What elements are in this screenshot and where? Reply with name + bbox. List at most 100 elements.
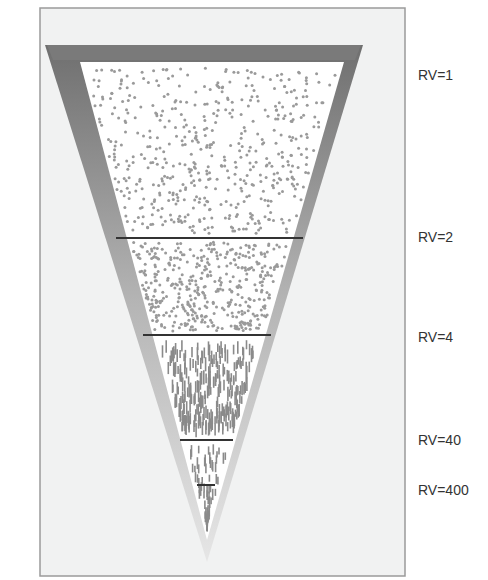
particle-dot bbox=[227, 176, 230, 179]
particle-streak bbox=[168, 362, 170, 374]
particle-dot bbox=[245, 272, 248, 275]
particle-dot bbox=[224, 108, 227, 111]
particle-dot bbox=[259, 227, 262, 230]
particle-dot bbox=[234, 173, 237, 176]
particle-dot bbox=[201, 318, 204, 321]
particle-dot bbox=[197, 293, 200, 296]
particle-dot bbox=[193, 126, 196, 129]
particle-dot bbox=[228, 217, 231, 220]
particle-dot bbox=[291, 176, 294, 179]
particle-dot bbox=[292, 184, 295, 187]
particle-streak bbox=[184, 418, 186, 431]
particle-dot bbox=[134, 189, 137, 192]
particle-dot bbox=[239, 178, 242, 181]
particle-dot bbox=[259, 180, 262, 183]
particle-dot bbox=[260, 289, 263, 292]
particle-dot bbox=[123, 194, 126, 197]
particle-streak bbox=[217, 361, 219, 369]
particle-dot bbox=[239, 286, 242, 289]
particle-dot bbox=[230, 290, 233, 293]
particle-dot bbox=[182, 126, 185, 129]
particle-dot bbox=[153, 328, 156, 331]
particle-dot bbox=[168, 315, 171, 318]
particle-dot bbox=[226, 314, 229, 317]
particle-dot bbox=[249, 162, 252, 165]
particle-dot bbox=[305, 133, 308, 136]
particle-dot bbox=[216, 178, 219, 181]
particle-dot bbox=[152, 69, 155, 72]
particle-dot bbox=[180, 113, 183, 116]
particle-dot bbox=[224, 217, 227, 220]
particle-dot bbox=[165, 295, 168, 298]
particle-dot bbox=[278, 246, 281, 249]
particle-dot bbox=[113, 158, 116, 161]
particle-dot bbox=[306, 104, 309, 107]
particle-dot bbox=[235, 206, 238, 209]
particle-dot bbox=[236, 327, 239, 330]
particle-dot bbox=[114, 144, 117, 147]
particle-dot bbox=[205, 306, 208, 309]
particle-dot bbox=[317, 126, 320, 129]
particle-streak bbox=[209, 475, 211, 482]
particle-dot bbox=[187, 213, 190, 216]
particle-streak bbox=[197, 343, 199, 351]
particle-dot bbox=[128, 176, 131, 179]
particle-dot bbox=[113, 148, 116, 151]
particle-streak bbox=[204, 501, 206, 510]
particle-dot bbox=[270, 274, 273, 277]
particle-dot bbox=[113, 106, 116, 109]
particle-dot bbox=[216, 326, 219, 329]
particle-dot bbox=[142, 198, 145, 201]
particle-dot bbox=[243, 200, 246, 203]
particle-dot bbox=[247, 77, 250, 80]
particle-dot bbox=[265, 165, 268, 168]
particle-dot bbox=[249, 322, 252, 325]
particle-dot bbox=[149, 161, 152, 164]
particle-dot bbox=[222, 242, 225, 245]
particle-dot bbox=[239, 246, 242, 249]
particle-dot bbox=[305, 163, 308, 166]
particle-dot bbox=[181, 273, 184, 276]
particle-dot bbox=[259, 174, 262, 177]
particle-dot bbox=[172, 268, 175, 271]
particle-dot bbox=[194, 137, 197, 140]
particle-dot bbox=[204, 67, 207, 70]
particle-dot bbox=[120, 79, 123, 82]
particle-streak bbox=[197, 474, 199, 483]
particle-dot bbox=[280, 265, 283, 268]
particle-dot bbox=[269, 266, 272, 269]
particle-dot bbox=[111, 112, 114, 115]
particle-dot bbox=[320, 101, 323, 104]
particle-dot bbox=[258, 323, 261, 326]
particle-dot bbox=[234, 253, 237, 256]
particle-dot bbox=[248, 150, 251, 153]
particle-dot bbox=[250, 95, 253, 98]
particle-dot bbox=[267, 199, 270, 202]
particle-streak bbox=[220, 381, 222, 393]
particle-dot bbox=[128, 164, 131, 167]
particle-dot bbox=[197, 172, 200, 175]
particle-dot bbox=[219, 253, 222, 256]
particle-dot bbox=[190, 298, 193, 301]
particle-dot bbox=[220, 203, 223, 206]
particle-dot bbox=[281, 151, 284, 154]
particle-dot bbox=[225, 200, 228, 203]
particle-dot bbox=[194, 279, 197, 282]
particle-dot bbox=[209, 208, 212, 211]
particle-dot bbox=[291, 165, 294, 168]
particle-dot bbox=[315, 101, 318, 104]
particle-dot bbox=[192, 329, 195, 332]
particle-dot bbox=[120, 190, 123, 193]
particle-dot bbox=[253, 299, 256, 302]
particle-streak bbox=[223, 380, 225, 391]
particle-streak bbox=[201, 351, 203, 361]
particle-dot bbox=[179, 258, 182, 261]
particle-dot bbox=[155, 320, 158, 323]
particle-dot bbox=[307, 172, 310, 175]
particle-dot bbox=[97, 85, 100, 88]
particle-dot bbox=[184, 143, 187, 146]
particle-dot bbox=[179, 251, 182, 254]
particle-dot bbox=[128, 191, 131, 194]
particle-dot bbox=[189, 248, 192, 251]
particle-dot bbox=[146, 145, 149, 148]
